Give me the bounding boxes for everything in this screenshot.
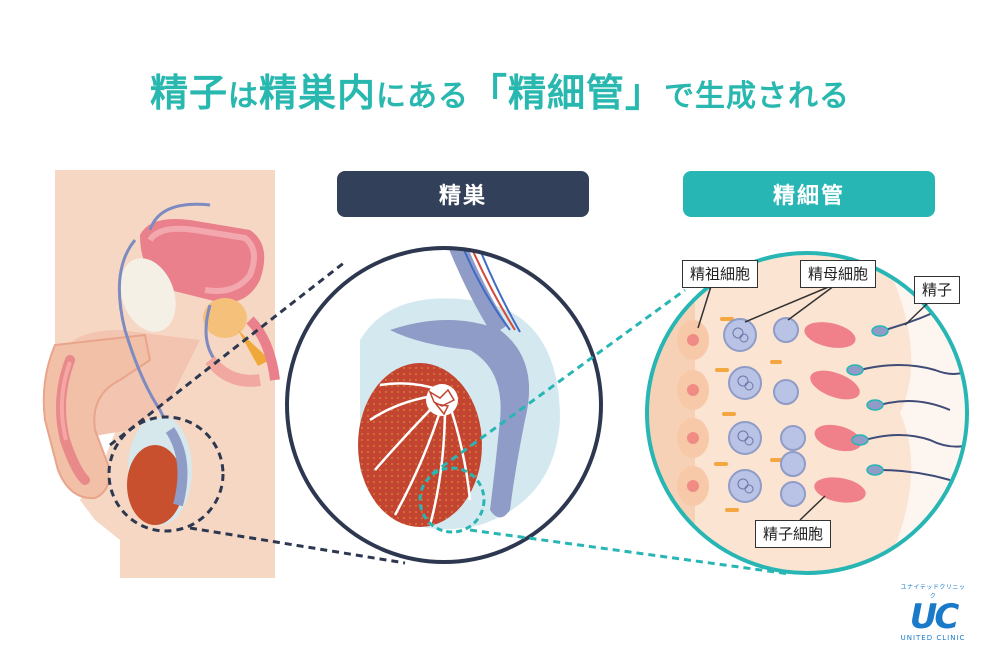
label-spermatogonia: 精祖細胞 [682,260,759,288]
spermatogonia-cells [677,320,709,506]
title-particle: は [227,79,259,114]
page-title: 精子は精巣内にある「精細管」で生成される [0,62,1000,117]
title-testis: 精巣内 [258,71,376,115]
logo-mark: UC [909,597,960,637]
testis-detail-circle [285,246,603,564]
tubule-detail-circle [645,251,969,575]
spermatocyte-cells [723,317,806,507]
testis-pill-label: 精巣 [438,184,487,209]
logo-name: UNITED CLINIC [900,634,966,642]
label-spermatocyte: 精母細胞 [800,260,877,288]
title-tail: で生成される [664,79,851,114]
label-spermatid: 精子細胞 [755,520,832,548]
logo-kana: ユナイテッドクリニック [900,584,966,600]
title-niaru: にある [376,79,469,114]
testis-pill: 精巣 [337,171,589,217]
tubule-pill-label: 精細管 [772,184,845,209]
label-sperm: 精子 [914,276,961,304]
testis-zoom-circle [107,415,225,533]
united-clinic-logo: ユナイテッドクリニック UC UNITED CLINIC [898,582,968,642]
tubule-pill: 精細管 [683,171,935,217]
spermatid-cells [804,322,866,503]
title-sperm: 精子 [149,71,228,115]
title-tubule: 「精細管」 [469,71,665,115]
